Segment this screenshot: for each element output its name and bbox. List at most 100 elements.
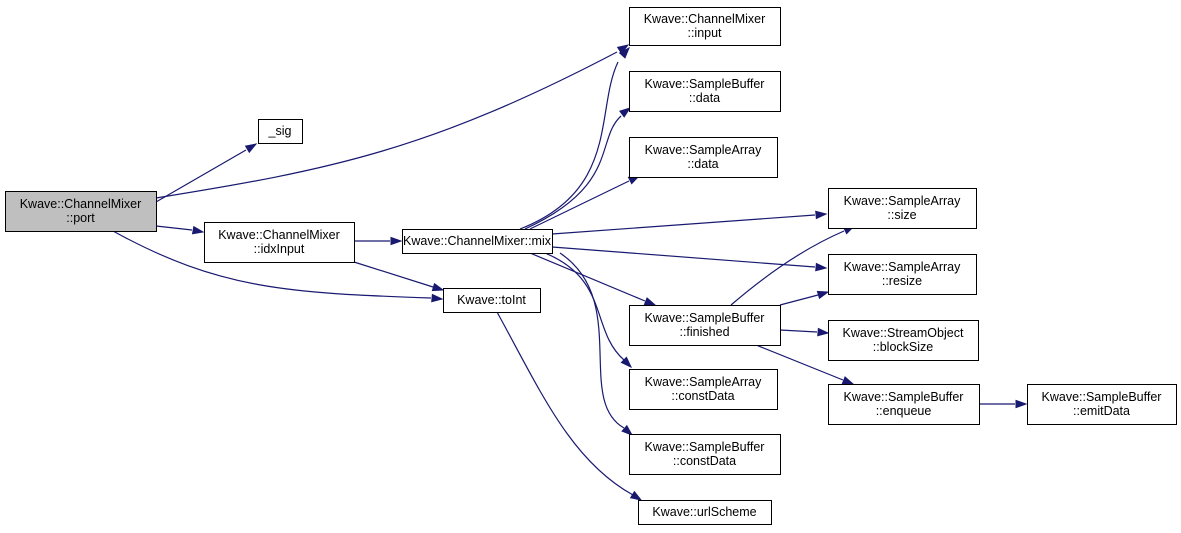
edge-line [519,61,619,230]
node-box [638,500,772,525]
edge-enqueue-to-emitData [979,399,1028,409]
node-label: Kwave::urlScheme [652,505,756,519]
node-box [629,369,778,410]
edge-idxInput-to-toInt [353,261,445,292]
node-box [629,305,781,346]
node-emitData[interactable]: Kwave::SampleBuffer::emitData [1027,384,1177,425]
node-label: Kwave::ChannelMixer [20,197,142,211]
edge-mix-to-sbData [524,107,632,230]
edge-mix-to-resize [551,246,828,272]
edge-line [755,344,844,381]
node-label: Kwave::SampleBuffer [1042,390,1162,404]
node-label: ::idxInput [254,242,305,256]
node-port[interactable]: Kwave::ChannelMixer::port [5,191,157,232]
node-mix[interactable]: Kwave::ChannelMixer::mix [402,229,553,254]
edge-line [155,225,193,231]
node-label: ::input [687,26,722,40]
edge-line [155,51,618,199]
edge-line [524,115,622,230]
edge-finished-to-resize [779,290,830,306]
node-label: ::constData [673,454,736,468]
node-blockSize[interactable]: Kwave::StreamObject::blockSize [828,320,979,361]
node-urlScheme[interactable]: Kwave::urlScheme [638,500,772,525]
node-box [629,137,778,178]
node-input[interactable]: Kwave::ChannelMixer::input [629,7,781,46]
node-label: Kwave::SampleArray [645,143,762,157]
edge-line [551,214,816,235]
node-saConstData[interactable]: Kwave::SampleArray::constData [629,369,778,410]
edge-line [544,252,625,361]
node-box [402,229,553,254]
node-box [629,434,781,475]
edge-mix-to-sbConstData [559,252,634,436]
arrowhead [1015,399,1028,409]
edge-mix-to-saData [529,175,641,230]
node-label: Kwave::SampleBuffer [645,77,765,91]
node-sig[interactable]: _sig [258,119,303,144]
node-label: ::finished [679,325,729,339]
arrowhead [621,424,634,436]
arrowhead [841,376,855,385]
node-label: Kwave::ChannelMixer [644,12,766,26]
edge-line [529,252,646,302]
node-label: ::data [689,91,720,105]
node-label: ::enqueue [876,404,932,418]
node-box [443,288,541,313]
node-label: ::size [887,208,916,222]
node-box [828,254,977,295]
edge-mix-to-finished [529,252,657,306]
node-box [1027,384,1177,425]
node-label: ::blockSize [873,340,933,354]
arrowhead [191,225,205,235]
node-enqueue[interactable]: Kwave::SampleBuffer::enqueue [828,384,980,425]
node-label: ::emitData [1073,404,1130,418]
edge-port-to-input [155,44,630,199]
edge-idxInput-to-mix [354,236,403,246]
node-box [828,384,980,425]
arrowhead [620,356,633,369]
edge-line [551,246,816,268]
arrowhead [817,327,830,337]
node-finished[interactable]: Kwave::SampleBuffer::finished [629,305,781,346]
node-sbConstData[interactable]: Kwave::SampleBuffer::constData [629,434,781,475]
node-label: ::data [687,157,718,171]
node-box [629,71,781,112]
arrowhead [431,293,444,303]
node-box [5,191,157,232]
arrowhead [616,44,630,55]
node-label: ::constData [671,389,734,403]
nodes-layer: Kwave::ChannelMixer::port_sigKwave::Chan… [5,7,1177,525]
node-sbData[interactable]: Kwave::SampleBuffer::data [629,71,781,112]
arrowhead [816,290,830,300]
node-label: Kwave::ChannelMixer [218,228,340,242]
arrowhead [618,46,630,59]
node-saData[interactable]: Kwave::SampleArray::data [629,137,778,178]
node-label: Kwave::SampleBuffer [645,311,765,325]
node-box [828,188,977,229]
node-box [828,320,979,361]
node-label: Kwave::SampleArray [844,260,961,274]
edge-mix-to-saConstData [544,252,633,369]
node-label: Kwave::SampleArray [844,194,961,208]
node-label: ::resize [882,274,922,288]
edge-port-to-toInt [112,230,444,303]
edge-line [779,294,819,306]
node-size[interactable]: Kwave::SampleArray::size [828,188,977,229]
edge-mix-to-input [519,46,630,230]
edges-layer [112,44,1028,501]
arrowhead [629,490,643,501]
edge-line [112,230,432,299]
edge-line [779,329,818,333]
arrowhead [390,236,403,246]
node-label: Kwave::SampleBuffer [844,390,964,404]
node-label: Kwave::SampleArray [645,375,762,389]
edge-line [353,261,434,288]
node-label: Kwave::ChannelMixer::mix [403,234,552,248]
edge-finished-to-enqueue [755,344,855,385]
node-resize[interactable]: Kwave::SampleArray::resize [828,254,977,295]
edge-mix-to-size [551,210,828,235]
edge-toInt-to-urlScheme [496,311,643,501]
node-toInt[interactable]: Kwave::toInt [443,288,541,313]
node-idxInput[interactable]: Kwave::ChannelMixer::idxInput [204,222,355,263]
